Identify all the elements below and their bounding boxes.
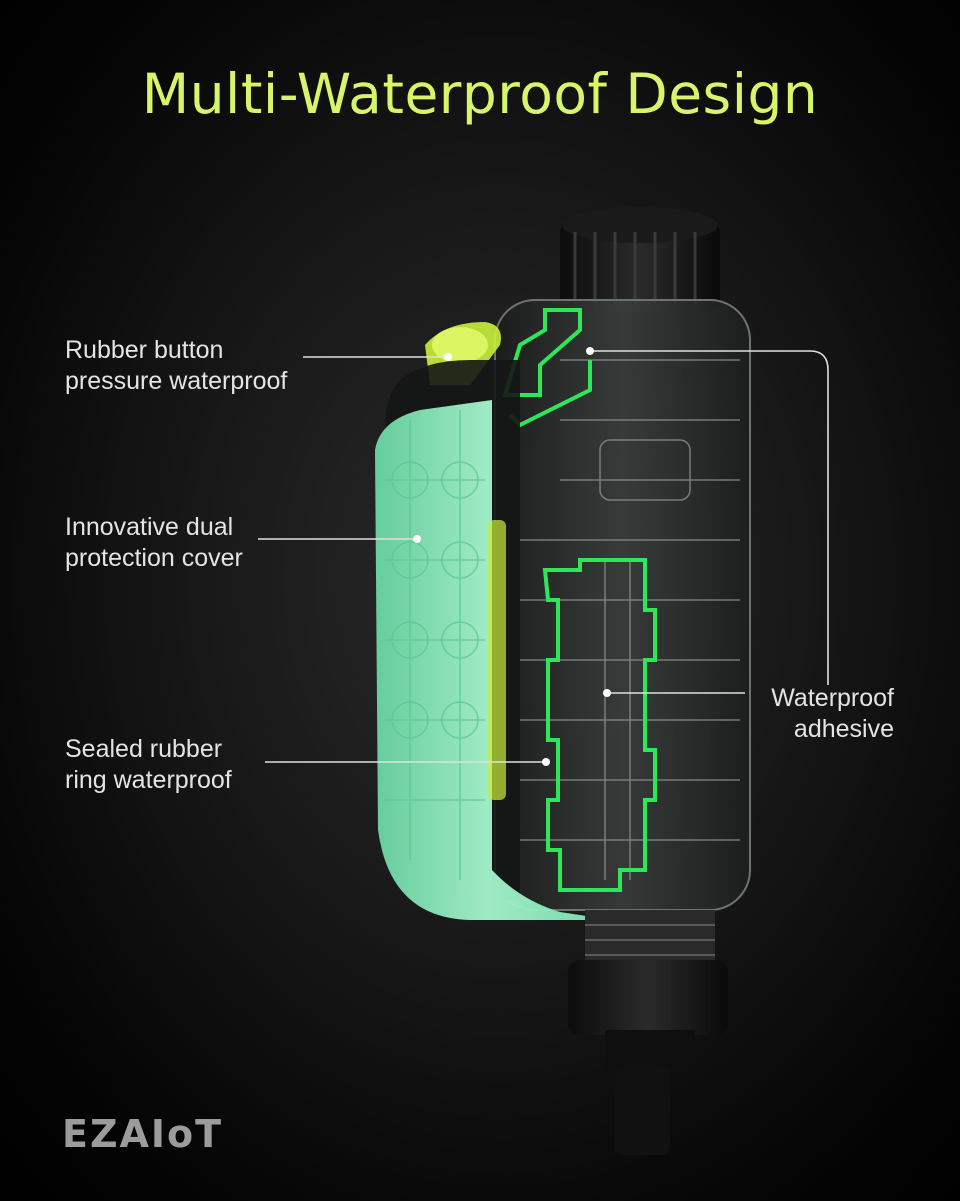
- protection-cover: [375, 400, 600, 920]
- callout-adhesive: Waterproof adhesive: [758, 683, 894, 745]
- bottom-connector: [568, 910, 728, 1155]
- callout-line: ring waterproof: [65, 766, 232, 794]
- callout-dual-cover: Innovative dual protection cover: [65, 512, 243, 574]
- brand-logo: EZAIoT: [62, 1112, 224, 1156]
- callout-line: Rubber button: [65, 336, 224, 364]
- callout-sealed-ring: Sealed rubber ring waterproof: [65, 734, 232, 796]
- callout-line: pressure waterproof: [65, 367, 288, 395]
- callout-line: Waterproof: [771, 684, 894, 712]
- transparent-body: [494, 299, 751, 911]
- top-cap: [560, 207, 720, 312]
- callout-line: adhesive: [793, 715, 894, 743]
- callout-rubber-button: Rubber button pressure waterproof: [65, 335, 287, 397]
- callout-line: Innovative dual: [65, 513, 234, 541]
- callout-line: protection cover: [65, 544, 243, 572]
- page-title: Multi-Waterproof Design: [141, 62, 819, 126]
- callout-line: Sealed rubber: [65, 735, 223, 763]
